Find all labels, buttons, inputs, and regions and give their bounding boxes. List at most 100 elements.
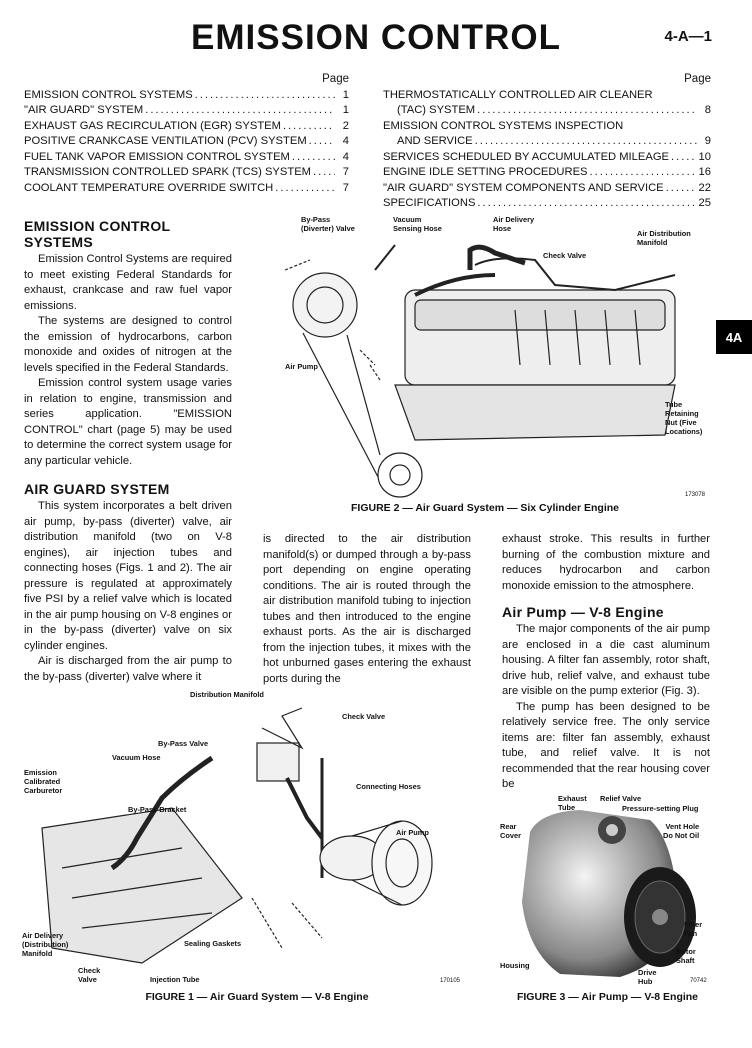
toc-entry: "AIR GUARD" SYSTEM 1: [24, 103, 349, 119]
toc-page-heading: Page: [684, 73, 711, 85]
toc-page-heading: Page: [322, 73, 349, 85]
toc-entry-label: "AIR GUARD" SYSTEM COMPONENTS AND SERVIC…: [383, 181, 664, 194]
toc-entry-page: 8: [704, 104, 711, 116]
toc-leader: [309, 134, 335, 150]
toc-entry-page: 9: [704, 135, 711, 147]
toc-entry-label: POSITIVE CRANKCASE VENTILATION (PCV) SYS…: [24, 135, 307, 147]
toc-leader: [283, 119, 335, 135]
toc-leader: [292, 150, 335, 166]
toc-entry: THERMOSTATICALLY CONTROLLED AIR CLEANER: [383, 88, 711, 104]
label-bypass-valve: By-Pass Valve: [158, 739, 209, 748]
toc-entry-page: 16: [698, 166, 711, 178]
toc-entry: TRANSMISSION CONTROLLED SPARK (TCS) SYST…: [24, 165, 349, 181]
toc-leader: [475, 134, 697, 150]
toc-entry-page: 4: [342, 135, 349, 147]
figure-1-caption: FIGURE 1 — Air Guard System — V-8 Engine: [145, 991, 369, 1003]
paragraph: exhaust stroke. This results in further …: [502, 533, 710, 592]
toc-entry: ENGINE IDLE SETTING PROCEDURES 16: [383, 165, 711, 181]
toc-entry: SPECIFICATIONS 25: [383, 196, 711, 212]
toc-entry: EXHAUST GAS RECIRCULATION (EGR) SYSTEM 2: [24, 119, 349, 135]
label-housing: Housing: [500, 961, 530, 970]
figure-3-caption: FIGURE 3 — Air Pump — V-8 Engine: [516, 991, 699, 1003]
paragraph: Air is discharged from the air pump to t…: [24, 655, 232, 683]
figure-2-caption: FIGURE 2 — Air Guard System — Six Cylind…: [350, 502, 619, 514]
toc-left: Page EMISSION CONTROL SYSTEMS1"AIR GUARD…: [24, 72, 349, 196]
toc-entry: SERVICES SCHEDULED BY ACCUMULATED MILEAG…: [383, 150, 711, 166]
label-air-pump: Air Pump: [285, 362, 318, 371]
paragraph: The pump has been designed to be relativ…: [502, 700, 710, 791]
label-check-valve: Check Valve: [342, 712, 386, 721]
toc-entry-page: 25: [698, 197, 711, 209]
paragraph: is directed to the air distribution mani…: [263, 533, 471, 685]
label-bypass-valve: By-Pass(Diverter) Valve: [301, 215, 355, 233]
toc-leader: [145, 103, 335, 119]
toc-entry-label: TRANSMISSION CONTROLLED SPARK (TCS) SYST…: [24, 166, 311, 178]
label-distribution-manifold: Distribution Manifold: [190, 690, 264, 699]
toc-entry-label: THERMOSTATICALLY CONTROLLED AIR CLEANER: [383, 88, 653, 101]
toc-entry-page: 1: [342, 104, 349, 116]
toc-leader: [666, 181, 697, 197]
toc-leader: [477, 103, 697, 119]
toc-leader: [313, 165, 335, 181]
toc-entry: (TAC) SYSTEM 8: [383, 103, 711, 119]
page-number: 4-A—1: [664, 28, 712, 45]
figure-code: 70742: [690, 978, 707, 984]
label-relief-valve: Relief Valve: [600, 794, 642, 803]
toc-entry-label: EMISSION CONTROL SYSTEMS INSPECTION: [383, 119, 624, 132]
toc-entry: POSITIVE CRANKCASE VENTILATION (PCV) SYS…: [24, 134, 349, 150]
label-connecting-hoses: Connecting Hoses: [356, 782, 421, 791]
toc-entry-label: FUEL TANK VAPOR EMISSION CONTROL SYSTEM: [24, 150, 290, 163]
figure-code: 173078: [685, 492, 706, 498]
v8-engine-drawing: [41, 707, 433, 964]
page-title: EMISSION CONTROL: [191, 18, 561, 57]
section-tab: 4A: [716, 320, 752, 354]
paragraph: Emission Control Systems are required to…: [24, 253, 232, 312]
label-air-pump: Air Pump: [396, 828, 429, 837]
toc-entry: FUEL TANK VAPOR EMISSION CONTROL SYSTEM 4: [24, 150, 349, 166]
toc-entry-page: 7: [342, 181, 349, 194]
six-cylinder-engine-drawing: [284, 244, 676, 498]
toc-entry-label: "AIR GUARD" SYSTEM: [24, 104, 144, 116]
toc-entry-label: AND SERVICE: [397, 135, 473, 147]
toc-entry-label: (TAC) SYSTEM: [397, 104, 476, 116]
toc-entry-label: EXHAUST GAS RECIRCULATION (EGR) SYSTEM: [24, 119, 281, 132]
toc-entry: "AIR GUARD" SYSTEM COMPONENTS AND SERVIC…: [383, 181, 711, 197]
toc-entry-page: 10: [698, 150, 711, 163]
toc-entry-label: COOLANT TEMPERATURE OVERRIDE SWITCH: [24, 181, 274, 194]
figure-1-illustration: Distribution Manifold Check Valve By-Pas…: [22, 688, 470, 988]
label-bypass-bracket: By-Pass Bracket: [128, 805, 187, 814]
toc-entry: AND SERVICE 9: [383, 134, 711, 150]
toc-entry-label: ENGINE IDLE SETTING PROCEDURES: [383, 166, 588, 178]
section-heading: EMISSION CONTROL SYSTEMS: [24, 218, 171, 250]
toc-leader: [477, 196, 696, 212]
section-heading: AIR GUARD SYSTEM: [24, 481, 170, 497]
toc-entry: EMISSION CONTROL SYSTEMS INSPECTION: [383, 119, 711, 135]
toc-entry-page: 7: [342, 166, 349, 178]
paragraph: This system incorporates a belt driven a…: [24, 500, 232, 652]
toc-entry-page: 1: [342, 88, 349, 101]
label-pressure-plug: Pressure-setting Plug: [622, 804, 699, 813]
label-check-valve: Check Valve: [543, 251, 587, 260]
toc-leader: [671, 150, 697, 166]
air-pump-drawing: [522, 810, 696, 977]
label-sealing-gaskets: Sealing Gaskets: [184, 939, 242, 948]
toc-leader: [590, 165, 697, 181]
label-injection-tube: Injection Tube: [150, 975, 200, 984]
toc-entry-page: 2: [342, 119, 349, 132]
paragraph: The major components of the air pump are…: [502, 623, 710, 697]
toc-entry-label: SPECIFICATIONS: [383, 197, 476, 209]
toc-entry-page: 4: [342, 150, 349, 163]
paragraph: Emission control system usage varies in …: [24, 377, 232, 467]
